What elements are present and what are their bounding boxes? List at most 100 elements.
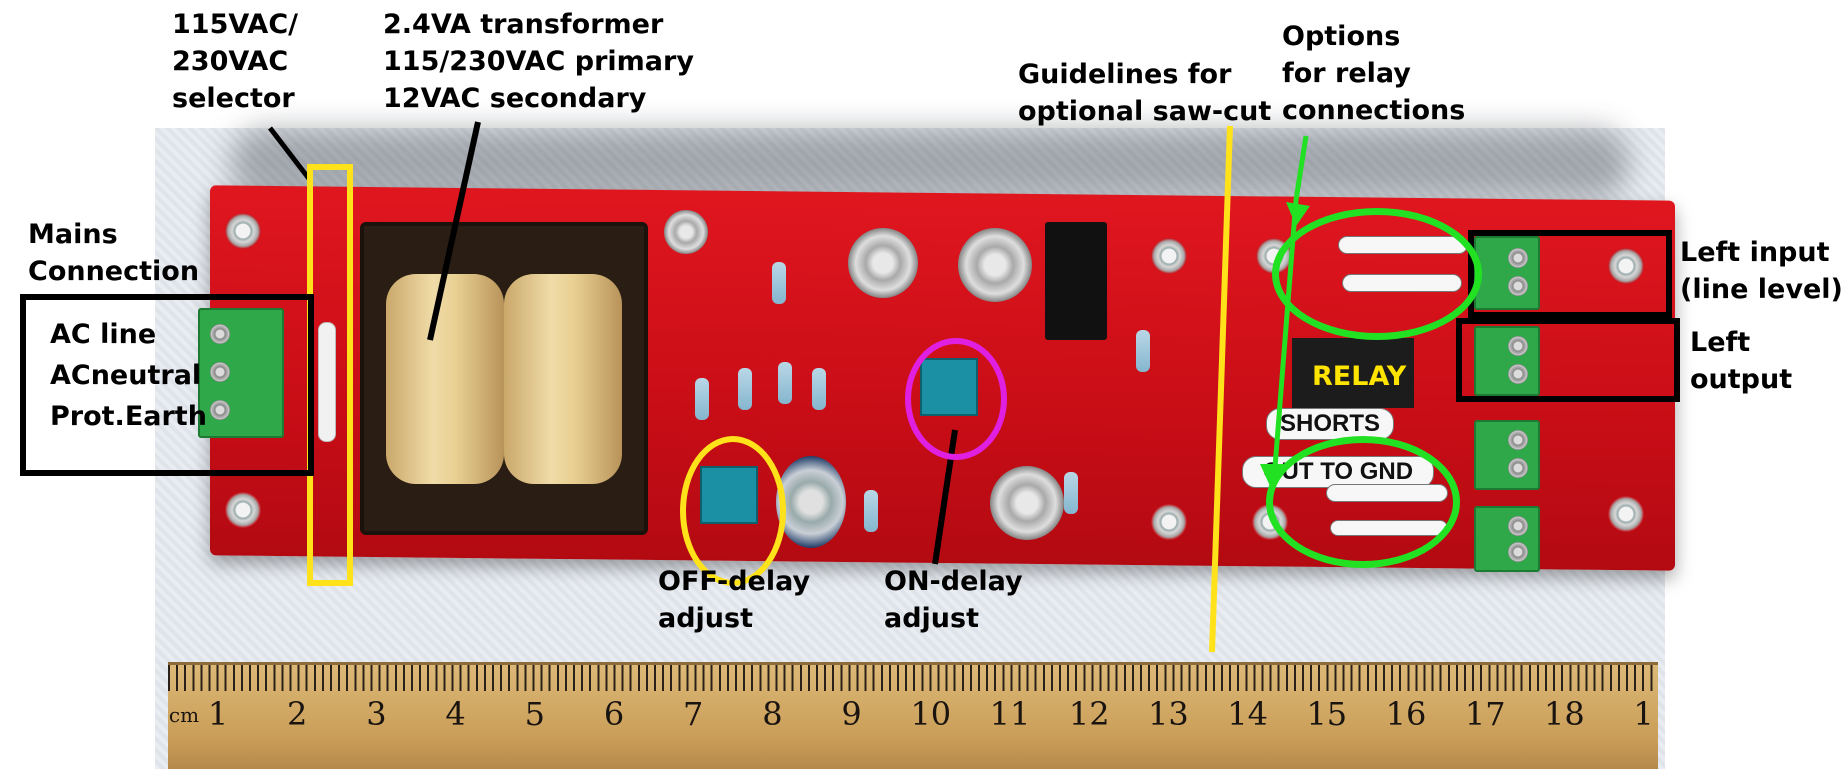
label-line: Left input: [1680, 237, 1830, 268]
label-line: Connection: [28, 256, 200, 287]
transformer: [360, 222, 648, 535]
label-line: adjust: [884, 603, 980, 634]
mains-highlight-box: [20, 294, 314, 476]
label-line: 115/230VAC primary: [383, 46, 694, 77]
right-output-terminal: [1474, 420, 1540, 490]
ruler-number: 8: [762, 695, 783, 733]
mounting-hole: [1151, 238, 1187, 274]
ruler-number: 14: [1227, 695, 1268, 733]
left-output-highlight-box: [1456, 318, 1680, 402]
capacitor: [958, 228, 1032, 302]
on-delay-label: ON-delay adjust: [884, 563, 1023, 637]
left-input-highlight-box: [1468, 230, 1672, 318]
mounting-hole: [1151, 504, 1187, 540]
transformer-label: 2.4VA transformer 115/230VAC primary 12V…: [383, 6, 694, 117]
label-line: connections: [1282, 95, 1466, 126]
relay-options-arrow: [1271, 135, 1309, 481]
label-line: ON-delay: [884, 566, 1023, 597]
resistor: [812, 368, 826, 410]
ruler-number: 9: [841, 695, 862, 733]
selector-pointer-line: [268, 126, 312, 182]
label-line: Mains: [28, 219, 118, 250]
terminal-screw: [1508, 430, 1528, 450]
label-line: Left: [1690, 327, 1751, 358]
on-delay-highlight-ellipse: [905, 338, 1007, 460]
terminal-screw: [1508, 458, 1528, 478]
label-line: (line level): [1680, 274, 1843, 305]
label-line: AC line: [50, 319, 157, 350]
relay-label: RELAY: [1312, 361, 1407, 392]
ruler-number: 13: [1148, 695, 1189, 733]
mounting-hole: [1608, 248, 1644, 284]
left-input-label: Left input (line level): [1680, 234, 1843, 308]
saw-cut-label: Guidelines for optional saw-cut: [1018, 56, 1271, 130]
arrowhead-icon: [1286, 202, 1310, 226]
capacitor: [848, 228, 918, 298]
ruler-number: 4: [445, 695, 466, 733]
relay-options-label: Options for relay connections: [1282, 18, 1465, 129]
capacitor: [664, 210, 708, 254]
left-input-terminal: [1474, 236, 1540, 310]
label-line: output: [1690, 364, 1793, 395]
voltage-selector-wire: [318, 322, 336, 442]
off-delay-highlight-ellipse: [680, 436, 786, 586]
label-line: Guidelines for: [1018, 59, 1232, 90]
ruler-number: 17: [1464, 695, 1506, 733]
resistor: [1064, 472, 1078, 514]
label-line: 230VAC: [172, 46, 289, 77]
terminal-screw: [1508, 276, 1528, 296]
ruler-number: 16: [1385, 695, 1427, 733]
ruler-number: 1: [1633, 695, 1654, 733]
resistor: [695, 378, 709, 420]
ruler-number: 10: [910, 695, 952, 733]
ruler-number: 2: [287, 695, 308, 733]
ruler-ticks: [168, 665, 1658, 691]
relay-component: [1292, 338, 1414, 408]
terminal-screw: [1508, 516, 1528, 536]
label-line: Prot.Earth: [50, 401, 207, 432]
label-line: 2.4VA transformer: [383, 9, 664, 40]
label-line: adjust: [658, 603, 754, 634]
terminal-screw: [1508, 336, 1528, 356]
integrated-circuit: [1045, 222, 1107, 340]
capacitor: [776, 456, 846, 548]
ruler-number: 1: [207, 695, 229, 733]
label-line: 12VAC secondary: [383, 83, 647, 114]
resistor: [1136, 330, 1150, 372]
mounting-hole: [225, 492, 261, 528]
ruler-number: 11: [989, 695, 1031, 733]
transformer-coil: [504, 274, 622, 484]
terminal-screw: [1508, 542, 1528, 562]
label-line: for relay: [1282, 58, 1411, 89]
selector-label: 115VAC/ 230VAC selector: [172, 6, 298, 117]
shorts-label: SHORTS: [1266, 408, 1394, 440]
terminal-screw: [210, 400, 230, 420]
label-line: optional saw-cut: [1018, 96, 1272, 127]
ruler-number: 12: [1068, 695, 1110, 733]
mains-terminal-block: [198, 308, 284, 438]
saw-cut-guideline: [1209, 125, 1233, 653]
ruler-number: 5: [524, 695, 545, 733]
capacitor: [990, 466, 1064, 540]
ruler-unit: cm: [168, 703, 200, 727]
transformer-coil: [386, 274, 504, 484]
left-output-terminal: [1474, 326, 1540, 396]
transformer-pointer-line: [427, 121, 481, 341]
terminal-screw: [1508, 248, 1528, 268]
terminal-screw: [210, 324, 230, 344]
ruler-number: 18: [1544, 695, 1585, 733]
label-line: 115VAC/: [172, 9, 298, 40]
terminal-screw: [1508, 364, 1528, 384]
resistor: [778, 362, 792, 404]
ruler-number: 6: [603, 695, 625, 733]
label-line: Options: [1282, 21, 1401, 52]
resistor: [772, 262, 786, 304]
off-delay-label: OFF-delay adjust: [658, 563, 810, 637]
relay-option-ellipse-top: [1272, 208, 1482, 340]
ac-terminals-label: AC line ACneutral Prot.Earth: [50, 314, 207, 437]
mains-connection-label: Mains Connection: [28, 216, 199, 290]
ruler-number: 15: [1306, 695, 1348, 733]
mounting-hole: [225, 213, 261, 249]
